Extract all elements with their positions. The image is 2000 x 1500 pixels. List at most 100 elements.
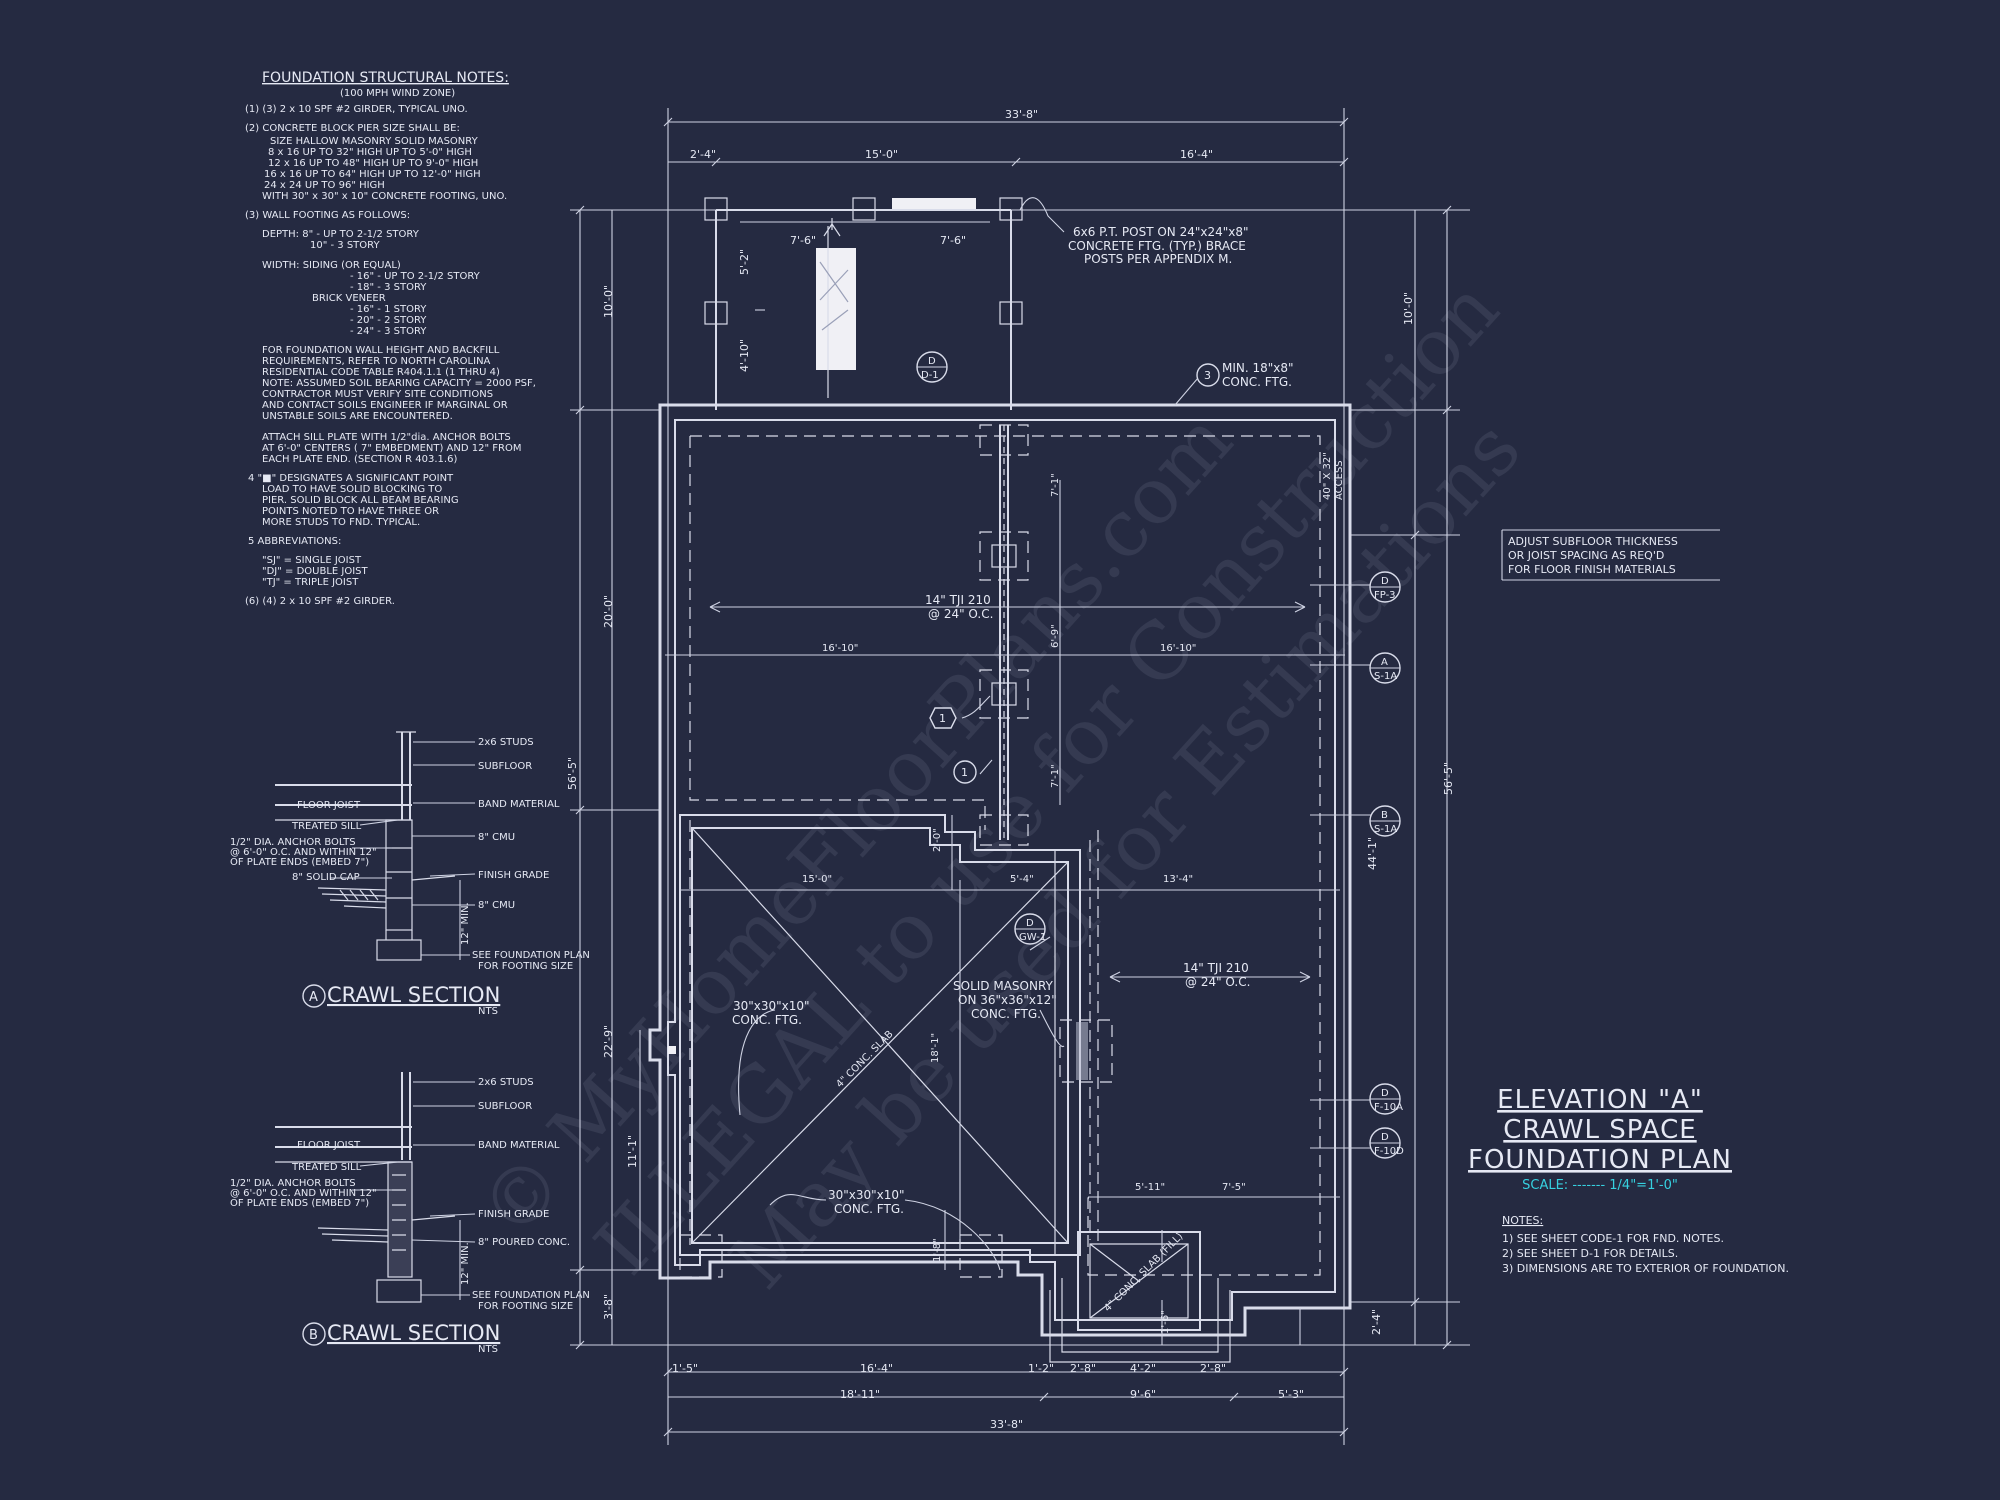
title-line-1: ELEVATION "A" [1497, 1085, 1703, 1115]
callout-joist1: @ 24" O.C. [928, 607, 993, 621]
section-a-label-band: BAND MATERIAL [478, 799, 560, 810]
notes-line: REQUIREMENTS, REFER TO NORTH CAROLINA [262, 356, 491, 367]
note-tag-label: 1 [939, 712, 946, 725]
dim-top: 2'-4" [690, 148, 716, 161]
section-bubble[interactable]: AS-1A [1369, 652, 1401, 684]
notes-line: MORE STUDS TO FND. TYPICAL. [262, 517, 420, 528]
callout-ftg1: CONC. FTG. [732, 1013, 802, 1027]
title-note-1: 1) SEE SHEET CODE-1 FOR FND. NOTES. [1502, 1232, 1724, 1245]
bubble-bottom: F-10A [1374, 1102, 1403, 1113]
section-b-label-band: BAND MATERIAL [478, 1140, 560, 1151]
dim-inner: 1'-8" [932, 1238, 943, 1262]
notes-line: EACH PLATE END. (SECTION R 403.1.6) [262, 454, 457, 465]
section-b-label-subfloor: SUBFLOOR [478, 1101, 532, 1112]
dim-inner: 5'-11" [1135, 1182, 1165, 1193]
section-bubble[interactable]: DGW-1 [1014, 913, 1046, 945]
notes-line: 16 x 16 UP TO 64" HIGH UP TO 12'-0" HIGH [264, 169, 481, 180]
callout-post: 6x6 P.T. POST ON 24"x24"x8" [1073, 225, 1249, 239]
callout-ftg1: 30"x30"x10" [733, 999, 810, 1013]
foundation-notes: FOUNDATION STRUCTURAL NOTES: (100 MPH WI… [245, 70, 536, 607]
notes-line: WITH 30" x 30" x 10" CONCRETE FOOTING, U… [262, 191, 507, 202]
dim-bottom: 4'-2" [1130, 1362, 1156, 1375]
dim-inner: 1'-6" [1160, 1310, 1171, 1334]
watermark: © MyHomeFloorPlans.com ILLEGAL to use fo… [463, 264, 1538, 1306]
section-bubble[interactable]: BS-1A [1369, 805, 1401, 837]
note-tag-label: 3 [1204, 369, 1211, 382]
callout-ftg2: 30"x30"x10" [828, 1188, 905, 1202]
notes-line: DEPTH: 8" - UP TO 2-1/2 STORY [262, 229, 420, 240]
section-a-label-grade: FINISH GRADE [478, 870, 549, 881]
notes-line: ATTACH SILL PLATE WITH 1/2"dia. ANCHOR B… [262, 432, 511, 443]
section-a-label-subfloor: SUBFLOOR [478, 761, 532, 772]
subfloor-note-line-2: OR JOIST SPACING AS REQ'D [1508, 549, 1664, 562]
section-b-letter: B [309, 1328, 318, 1343]
bubble-top: D [1381, 576, 1389, 587]
section-a-title: CRAWL SECTION [327, 983, 500, 1007]
dim-left: 3'-8" [602, 1294, 615, 1320]
note-tag: 1 [929, 707, 957, 729]
dim-right: 10'-0" [1402, 292, 1415, 325]
notes-line: (2) CONCRETE BLOCK PIER SIZE SHALL BE: [245, 123, 460, 134]
section-b-label-floor-joist: FLOOR JOIST [297, 1140, 361, 1151]
bubble-bottom: D-1 [921, 370, 939, 381]
section-a-label-bolts-2: @ 6'-0" O.C. AND WITHIN 12" [230, 847, 377, 858]
dim-bottom: 1'-5" [672, 1362, 698, 1375]
notes-line: (3) WALL FOOTING AS FOLLOWS: [245, 210, 410, 221]
section-b-label-poured: 8" POURED CONC. [478, 1237, 570, 1248]
section-a-label-cap: 8" SOLID CAP [292, 872, 360, 883]
notes-line: 24 x 24 UP TO 96" HIGH [264, 180, 385, 191]
notes-subtitle: (100 MPH WIND ZONE) [340, 88, 455, 99]
dim-top: 7'-6" [790, 234, 816, 247]
callout-access: ACCESS [1334, 460, 1345, 500]
bubble-top: A [1381, 657, 1388, 668]
dim-left: 11'-1" [626, 1135, 639, 1168]
title-line-2: CRAWL SPACE [1503, 1115, 1696, 1145]
dim-left: 20'-0" [602, 595, 615, 628]
section-b-label-bolts-1: 1/2" DIA. ANCHOR BOLTS [230, 1178, 356, 1189]
section-b-label-see-2: FOR FOOTING SIZE [478, 1301, 573, 1312]
note-tag-label: 1 [961, 766, 968, 779]
notes-line: - 24" - 3 STORY [350, 326, 427, 337]
title-note-2: 2) SEE SHEET D-1 FOR DETAILS. [1502, 1247, 1678, 1260]
title-line-3: FOUNDATION PLAN [1468, 1145, 1732, 1175]
section-a-nts: NTS [478, 1006, 498, 1017]
notes-line: - 18" - 3 STORY [350, 282, 427, 293]
section-b-label-studs: 2x6 STUDS [478, 1077, 534, 1088]
section-bubble[interactable]: DF-10A [1369, 1083, 1403, 1115]
notes-line: 4 "■" DESIGNATES A SIGNIFICANT POINT [248, 473, 454, 484]
section-a-label-see-2: FOR FOOTING SIZE [478, 961, 573, 972]
dim-bottom: 2'-8" [1200, 1362, 1226, 1375]
dim-top: 33'-8" [1005, 108, 1038, 121]
section-bubble[interactable]: DF-10D [1369, 1127, 1404, 1159]
callout-solid: SOLID MASONRY [953, 979, 1054, 993]
notes-line: 5 ABBREVIATIONS: [248, 536, 341, 547]
dim-left: 5'-2" [738, 249, 751, 275]
dim-bottom: 5'-3" [1278, 1388, 1304, 1401]
dim-bottom: 2'-8" [1070, 1362, 1096, 1375]
notes-line: AT 6'-0" CENTERS ( 7" EMBEDMENT) AND 12"… [262, 443, 521, 454]
notes-line: WIDTH: SIDING (OR EQUAL) [262, 260, 401, 271]
section-a-label-cmu: 8" CMU [478, 832, 515, 843]
section-b-title: CRAWL SECTION [327, 1321, 500, 1345]
notes-line: 10" - 3 STORY [310, 240, 380, 251]
dim-bottom: 1'-2" [1028, 1362, 1054, 1375]
section-a-label-studs: 2x6 STUDS [478, 737, 534, 748]
section-b-label-see-1: SEE FOUNDATION PLAN [472, 1290, 590, 1301]
dim-inner: 7'-1" [1050, 764, 1061, 788]
notes-line: CONTRACTOR MUST VERIFY SITE CONDITIONS [262, 389, 493, 400]
section-a-label-min: 12" MIN. [460, 902, 471, 945]
crawl-section-b: 2x6 STUDS SUBFLOOR FLOOR JOIST BAND MATE… [230, 1072, 590, 1355]
notes-title: FOUNDATION STRUCTURAL NOTES: [262, 70, 509, 86]
bubble-top: B [1381, 810, 1388, 821]
section-bubble[interactable]: DD-1 [916, 351, 948, 383]
notes-line: NOTE: ASSUMED SOIL BEARING CAPACITY = 20… [262, 378, 536, 389]
section-b-label-bolts-3: OF PLATE ENDS (EMBED 7") [230, 1198, 369, 1209]
dim-inner: 6'-9" [1050, 624, 1061, 648]
notes-line: 12 x 16 UP TO 48" HIGH UP TO 9'-0" HIGH [268, 158, 478, 169]
callout-solid: ON 36"x36"x12" [958, 993, 1057, 1007]
bubble-bottom: F-10D [1374, 1146, 1404, 1157]
notes-line: UNSTABLE SOILS ARE ENCOUNTERED. [262, 411, 453, 422]
dim-inner: 7'-5" [1222, 1182, 1246, 1193]
section-bubble[interactable]: DFP-3 [1369, 571, 1401, 603]
title-scale: SCALE: ------- 1/4"=1'-0" [1522, 1178, 1678, 1193]
